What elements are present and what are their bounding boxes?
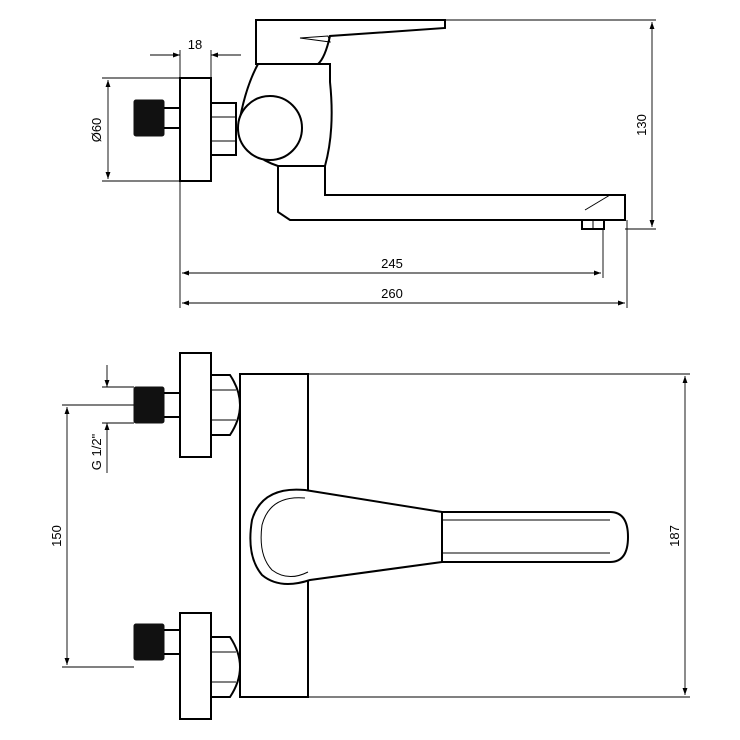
dim-label-245: 245 xyxy=(381,256,403,271)
dim-height: 130 xyxy=(445,19,656,230)
front-lever-grip xyxy=(441,511,630,563)
dim-overall-height: 187 xyxy=(308,373,690,698)
dim-flange-diameter: Ø60 xyxy=(89,77,180,182)
dim-flange-thickness: 18 xyxy=(150,37,241,78)
side-body-disc xyxy=(237,95,303,161)
front-lower-flange xyxy=(179,612,212,720)
dim-thread: G 1/2" xyxy=(89,365,134,473)
front-upper-inlet xyxy=(133,352,242,458)
dim-inlet-spacing: 150 xyxy=(49,404,134,668)
dim-label-187: 187 xyxy=(667,525,682,547)
dim-label-130: 130 xyxy=(634,114,649,136)
side-spout xyxy=(277,165,626,221)
front-lever-handle xyxy=(249,488,443,585)
front-upper-flange xyxy=(179,352,212,458)
dim-label-diameter: Ø60 xyxy=(89,118,104,143)
dim-label-260: 260 xyxy=(381,286,403,301)
dim-label-thread: G 1/2" xyxy=(89,433,104,470)
dim-spout-reach: 245 xyxy=(179,181,604,308)
dim-label-18: 18 xyxy=(188,37,202,52)
front-lower-inlet xyxy=(133,612,242,720)
front-view: G 1/2" 150 187 xyxy=(49,352,690,720)
side-wall-flange xyxy=(179,77,212,182)
dim-overall-length: 260 xyxy=(182,220,628,308)
side-view: 18 Ø60 130 245 260 xyxy=(89,19,656,308)
front-upper-hex-nut xyxy=(210,374,242,436)
dim-label-150: 150 xyxy=(49,525,64,547)
side-threaded-inlet xyxy=(133,99,180,137)
front-lower-hex-nut xyxy=(210,636,242,698)
side-lever-handle xyxy=(255,19,446,65)
side-hex-nut xyxy=(210,102,237,156)
